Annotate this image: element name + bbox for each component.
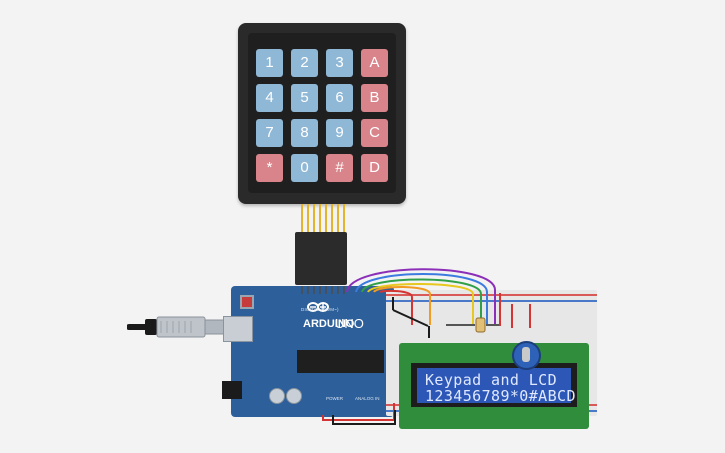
keypad[interactable]: 1 2 3 A 4 5 6 B 7 8 9 C * 0 # D: [238, 23, 406, 204]
key-8[interactable]: 8: [291, 119, 318, 147]
brand-label: ARDUINO: [303, 318, 355, 330]
top-blue-rail: [386, 300, 597, 302]
potentiometer[interactable]: [512, 341, 541, 370]
capacitor-2: [286, 388, 302, 404]
key-3[interactable]: 3: [326, 49, 353, 77]
key-5[interactable]: 5: [291, 84, 318, 112]
digital-pins-label: DIGITAL (PWM~): [301, 307, 339, 312]
key-hash[interactable]: #: [326, 154, 353, 182]
usb-port: [223, 316, 253, 342]
reset-button[interactable]: [240, 295, 254, 309]
capacitor-1: [269, 388, 285, 404]
key-9[interactable]: 9: [326, 119, 353, 147]
top-red-rail: [386, 294, 597, 296]
pin-header: [295, 232, 347, 285]
key-4[interactable]: 4: [256, 84, 283, 112]
key-b[interactable]: B: [361, 84, 388, 112]
keypad-ribbon: [301, 204, 345, 233]
arduino-uno-board[interactable]: DIGITAL (PWM~) ARDUINO UNO POWER ANALOG …: [222, 286, 394, 417]
arduino-logo-icon: [307, 302, 329, 312]
lcd-module[interactable]: Keypad and LCD 123456789*0#ABCD: [399, 343, 589, 429]
key-a[interactable]: A: [361, 49, 388, 77]
lcd-line-2: 123456789*0#ABCD: [425, 387, 576, 405]
lcd-line-1: Keypad and LCD: [425, 371, 558, 389]
key-c[interactable]: C: [361, 119, 388, 147]
key-0[interactable]: 0: [291, 154, 318, 182]
keypad-grid: 1 2 3 A 4 5 6 B 7 8 9 C * 0 # D: [248, 33, 396, 193]
key-7[interactable]: 7: [256, 119, 283, 147]
usb-cable[interactable]: [127, 313, 247, 341]
key-1[interactable]: 1: [256, 49, 283, 77]
analog-pins-label: ANALOG IN: [355, 396, 380, 401]
key-2[interactable]: 2: [291, 49, 318, 77]
key-d[interactable]: D: [361, 154, 388, 182]
power-jack: [222, 381, 242, 399]
model-label: UNO: [335, 316, 364, 331]
power-pins-label: POWER: [326, 396, 344, 401]
key-star[interactable]: *: [256, 154, 283, 182]
potentiometer-knob-icon: [522, 347, 530, 362]
key-6[interactable]: 6: [326, 84, 353, 112]
lcd-screen: [417, 368, 571, 403]
microcontroller-chip: [297, 350, 384, 373]
